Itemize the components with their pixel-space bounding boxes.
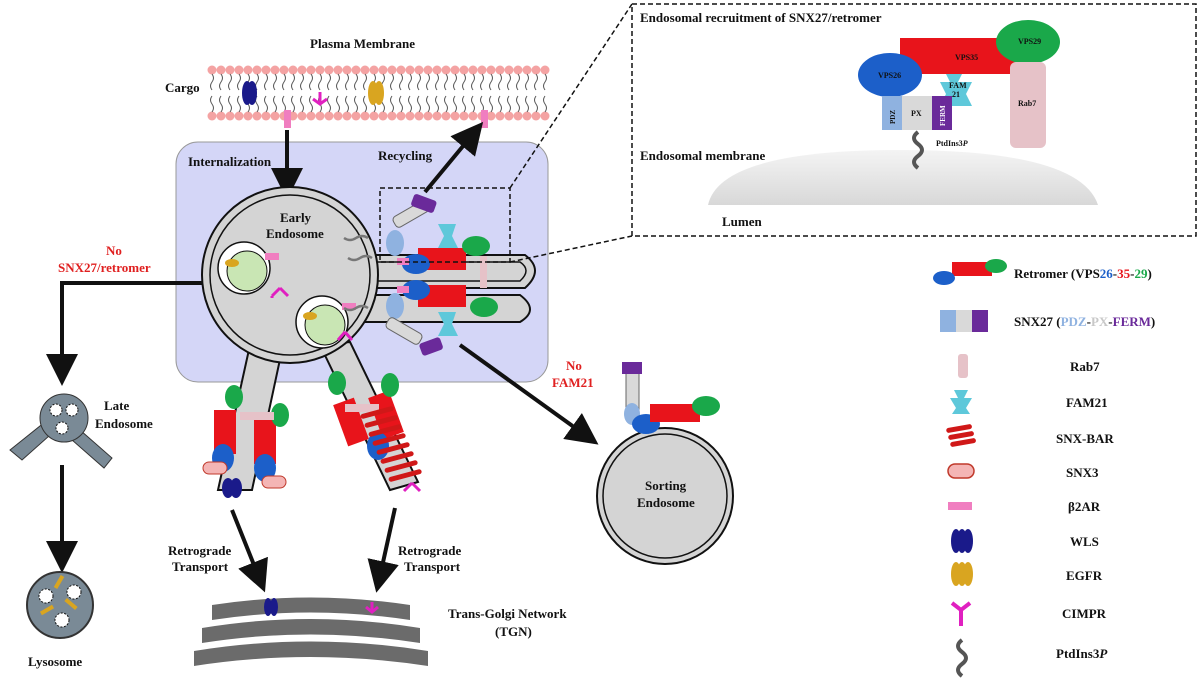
endosomal-membrane-shape [708,150,1098,205]
snxbar-retromer-tubule [328,371,422,493]
plasma-membrane [207,65,550,121]
lumen-label: Lumen [722,214,763,229]
inset-pdz-label: PDZ [889,110,897,124]
tgn-label-2: (TGN) [495,624,532,639]
retrograde-left-label-2: Transport [172,559,229,574]
inset-fam21-label-1: FAM [949,81,967,90]
snx27-retromer-complex-lower [385,280,498,356]
legend-retromer-icon [933,259,1007,285]
snxbar-dimer [384,460,418,473]
inset-vps26-label: VPS26 [878,71,901,80]
tgn-label-1: Trans-Golgi Network [448,606,567,621]
recycling-label: Recycling [378,148,433,163]
legend-snx3-icon [947,463,975,479]
retrograde-arrow-left [230,509,268,593]
b2ar-pm-left [284,110,291,128]
legend-snx27-icon [940,310,988,332]
plasma-membrane-label: Plasma Membrane [310,36,415,51]
legend-wls-icon [951,529,973,553]
legend-cimpr-label: CIMPR [1062,606,1107,621]
snxbar-dimer [388,469,422,482]
egfr-cargo-pm [368,81,384,105]
legend-b2ar-label: β2AR [1068,499,1101,514]
inset-vps35-label: VPS35 [955,53,978,62]
legend-rab7-icon [958,354,968,378]
inset-vps29-label: VPS29 [1018,37,1041,46]
snxbar-dimer [380,451,414,464]
legend: Retromer (VPS26-35-29) SNX27 (PDZ-PX-FER… [933,259,1155,678]
late-endosome-label-1: Late [104,398,130,413]
no-snx27-label-2: SNX27/retromer [58,260,151,275]
snxbar-dimer [372,433,406,446]
legend-rab7-label: Rab7 [1070,359,1100,374]
retrograde-arrow-right [367,507,399,593]
snx27-retromer-complex-upper [386,194,490,288]
legend-ptdins-label: PtdIns3P [1056,646,1108,661]
legend-cimpr-icon [950,601,972,626]
sorting-endosome-label-1: Sorting [645,478,687,493]
legend-retromer-label: Retromer (VPS26-35-29) [1014,266,1152,281]
lysosome-label: Lysosome [28,654,82,669]
inset-fam21-label-2: 21 [952,90,960,99]
inset-source-box [379,187,511,263]
inset-px-label: PX [911,109,922,118]
legend-b2ar-icon [948,502,972,510]
inset-ferm-label: FERM [939,105,947,126]
no-fam21-label-1: No [566,358,582,373]
wls-cargo-pm [242,81,257,105]
no-snx27-label-1: No [106,243,122,258]
cargo-label: Cargo [165,80,200,95]
b2ar-pm-right [481,110,488,128]
inset-rab7-label: Rab7 [1018,99,1036,108]
legend-ptdins-icon [956,638,968,678]
late-endosome-label-2: Endosome [95,416,153,431]
inset-connector-bottom [509,235,633,263]
snxbar-dimer [368,424,402,437]
snxbar-dimer [360,406,394,419]
recycling-arrow [423,121,484,194]
inset-complex [858,20,1060,170]
sorting-endosome-label-2: Endosome [637,495,695,510]
legend-egfr-icon [951,562,973,586]
legend-snxbar-label: SNX-BAR [1056,431,1114,446]
legend-fam21-icon [950,390,972,414]
legend-egfr-label: EGFR [1066,568,1103,583]
snxbar-dimer [376,442,410,455]
retrograde-right-label-2: Transport [404,559,461,574]
legend-snx27-label: SNX27 (PDZ-PX-FERM) [1014,314,1155,329]
endosomal-membrane-label: Endosomal membrane [640,148,766,163]
no-fam21-label-2: FAM21 [552,375,594,390]
legend-wls-label: WLS [1070,534,1099,549]
legend-fam21-label: FAM21 [1066,395,1108,410]
snxbar-dimer [364,415,398,428]
no-snx27-arrow [46,281,202,386]
inset-ptdins-label: PtdIns3P [936,139,968,148]
early-endosome-label-2: Endosome [266,226,324,241]
ptdins3p-squiggles-endosome [343,234,373,312]
cimpr-cargo-pm [312,92,328,106]
legend-snxbar-icon [946,424,976,447]
internalization-label: Internalization [188,154,272,169]
legend-snx3-label: SNX3 [1066,465,1099,480]
no-fam21-arrow [458,343,599,445]
lysosome [26,571,94,639]
trans-golgi-network [194,597,428,666]
early-endosome-label-1: Early [280,210,312,225]
sorting-endosome [596,362,734,565]
inset-title: Endosomal recruitment of SNX27/retromer [640,10,882,25]
late-endosome [9,393,113,469]
snx3-retromer-tubule [202,385,289,498]
inset-connector-top [509,3,633,189]
retrograde-right-label-1: Retrograde [398,543,462,558]
retrograde-left-label-1: Retrograde [168,543,232,558]
